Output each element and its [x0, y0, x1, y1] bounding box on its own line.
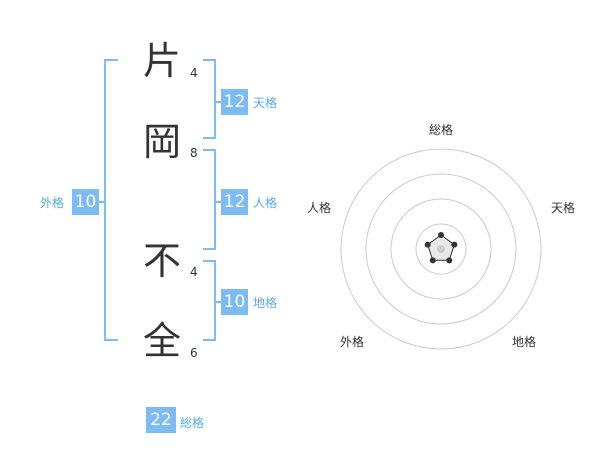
tenkaku-label: 天格: [253, 96, 278, 110]
stroke-count-1: 4: [190, 66, 198, 80]
radar-ring-2: [390, 198, 492, 300]
gaikaku-value-box: 10: [72, 189, 99, 215]
radar-point-5: [424, 241, 431, 248]
radar-label-left: 人格: [307, 201, 332, 215]
soukaku-label: 総格: [180, 416, 205, 430]
gaikaku-label: 外格: [40, 196, 65, 210]
stroke-count-3: 4: [190, 265, 198, 279]
tenkaku-bracket: [203, 59, 216, 139]
gaikaku-bracket: [104, 59, 118, 341]
radar-label-top: 総格: [429, 123, 454, 137]
radar-label-bottom-left: 外格: [340, 335, 365, 349]
radar-ring-3: [365, 173, 517, 325]
chikaku-value-box: 10: [221, 289, 248, 315]
radar-center-dot: [437, 245, 445, 253]
tenkaku-value-box: 12: [221, 89, 248, 115]
radar-ring-4: [340, 148, 542, 350]
soukaku-value-box: 22: [146, 407, 176, 433]
name-char-3: 不: [142, 239, 181, 283]
name-char-1: 片: [142, 39, 181, 83]
jinkaku-label: 人格: [253, 196, 278, 210]
chikaku-label: 地格: [253, 296, 278, 310]
stroke-count-4: 6: [190, 346, 198, 360]
radar-point-4: [429, 257, 436, 264]
radar-label-right: 天格: [551, 201, 576, 215]
chikaku-bracket: [203, 260, 216, 341]
name-char-2: 岡: [142, 120, 181, 164]
radar-label-bottom-right: 地格: [512, 335, 537, 349]
radar-point-2: [451, 241, 458, 248]
name-char-4: 全: [142, 319, 181, 363]
radar-ring-1: [415, 223, 467, 275]
radar-point-3: [446, 257, 453, 264]
radar-rings: [340, 148, 542, 350]
jinkaku-bracket: [203, 149, 216, 250]
stroke-count-2: 8: [190, 146, 198, 160]
radar-point-1: [438, 232, 444, 238]
jinkaku-value-box: 12: [221, 189, 248, 215]
radar-points: [424, 232, 458, 264]
